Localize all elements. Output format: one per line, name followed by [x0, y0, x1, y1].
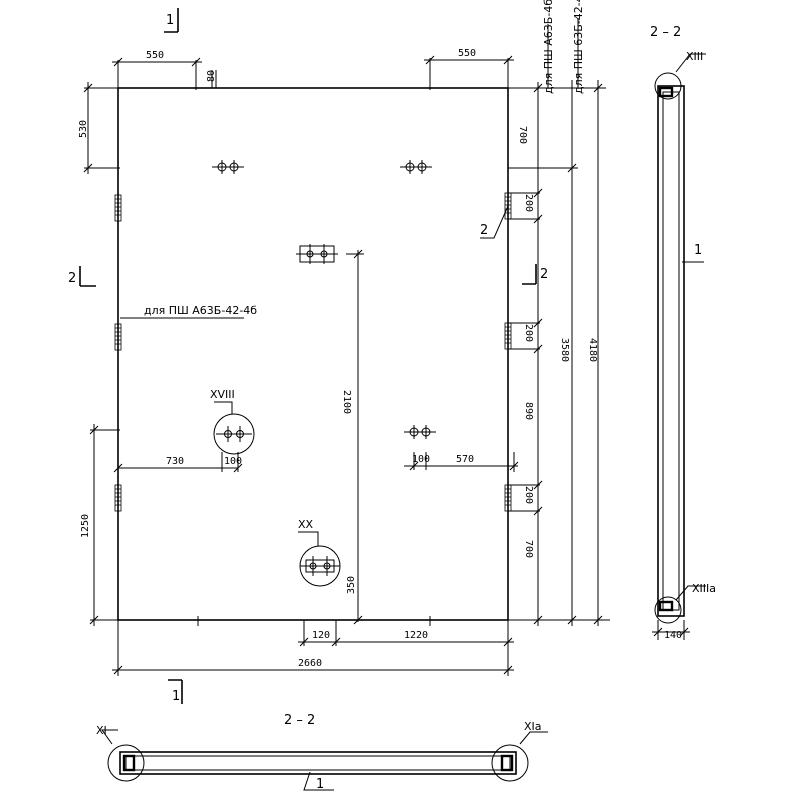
lifting-loop-top-right: [400, 160, 432, 174]
part-note-left: для ПШ А63Б-42-4б: [144, 304, 257, 317]
mount-plate-center: [296, 244, 338, 264]
section-marker-top: [164, 8, 179, 33]
bottom-section-title: 2 – 2: [284, 713, 315, 728]
section-label-left: 2: [68, 271, 76, 286]
bottom-section-view: [101, 729, 548, 791]
dim-530: 530: [78, 120, 89, 138]
dim-550-right: 550: [458, 48, 476, 59]
dim-700-top: 700: [517, 126, 528, 144]
section-label-right: 2: [540, 267, 548, 282]
view-label-xiii-a: XIIIа: [692, 582, 716, 595]
dim-140: 140: [664, 630, 682, 641]
bottom-leader-label: 1: [316, 777, 324, 792]
section-label-top: 1: [166, 13, 174, 28]
dim-200-a: 200: [523, 194, 534, 212]
dim-80: 80: [206, 70, 217, 82]
view-label-xi: XI: [96, 724, 107, 737]
dim-2100: 2100: [341, 390, 352, 414]
dim-1220: 1220: [404, 630, 428, 641]
dim-550-left: 550: [146, 50, 164, 61]
side-section-view: [652, 53, 706, 640]
dim-100-a: 100: [224, 456, 242, 467]
dim-200-c: 200: [523, 486, 534, 504]
view-label-xiii: XIII: [686, 50, 703, 63]
section-label-bottom: 1: [172, 689, 180, 704]
section-marker-right: [522, 264, 537, 285]
lifting-loop-right-lower: [404, 425, 436, 439]
dim-120: 120: [312, 630, 330, 641]
lifting-loop-top-left: [212, 160, 244, 174]
dim-350: 350: [346, 576, 357, 594]
panel-outline: [117, 87, 509, 621]
leader-lines: [120, 18, 579, 546]
side-section-title: 2 – 2: [650, 25, 681, 40]
dim-2660: 2660: [298, 658, 322, 669]
callout-2: 2: [480, 223, 488, 238]
view-label-xi-a: XIа: [524, 720, 542, 733]
dim-1250: 1250: [80, 514, 91, 538]
dim-570: 570: [456, 454, 474, 465]
embedded-plates-left: [114, 194, 122, 512]
section-marker-left: [79, 266, 96, 287]
section-marker-bottom: [168, 679, 183, 704]
view-label-xx: XX: [298, 518, 314, 531]
detail-xx-circle: [299, 545, 341, 587]
view-label-xviii: XVIII: [210, 388, 235, 401]
dim-700-bottom: 700: [523, 540, 534, 558]
detail-xviii-circle: [213, 413, 255, 455]
side-leader-label: 1: [694, 243, 702, 258]
dim-890: 890: [523, 402, 534, 420]
dim-4180: 4180: [587, 338, 598, 362]
dimension-lines: [83, 55, 610, 676]
part-note-top-2: для ПШ 63Б-42-4б: [572, 0, 585, 94]
part-note-top-1: для ПШ А63Б-4б: [542, 0, 555, 94]
dim-100-b: 100: [412, 454, 430, 465]
dim-200-b: 200: [523, 324, 534, 342]
dim-730: 730: [166, 456, 184, 467]
dim-3580: 3580: [559, 338, 570, 362]
